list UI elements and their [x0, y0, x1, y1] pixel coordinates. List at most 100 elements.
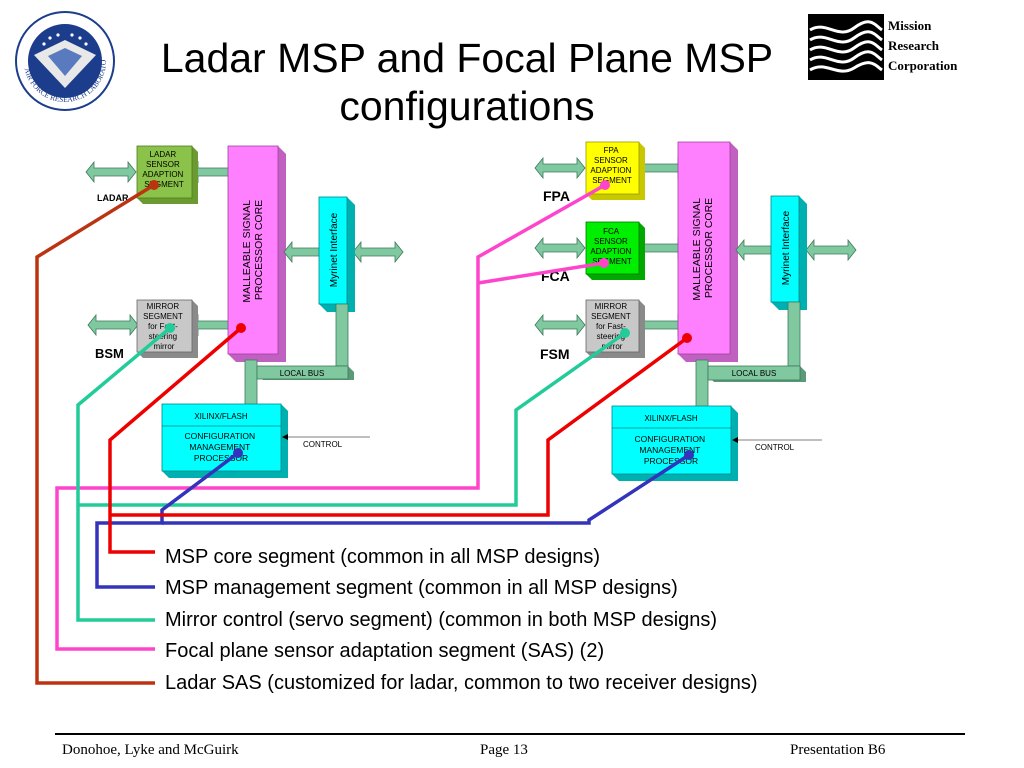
bsm-line-5: mirror: [154, 342, 175, 351]
footer-page: Page 13: [480, 742, 528, 758]
mrc-line-1: Mission: [888, 18, 932, 33]
left-local-bus-label: LOCAL BUS: [280, 369, 325, 378]
right-cm-header: XILINX/FLASH: [644, 414, 698, 423]
right-msp-core-block: [677, 141, 731, 355]
right-cm-block: [611, 405, 732, 475]
fsm-connector: [78, 331, 627, 507]
left-local-bus: [256, 365, 349, 380]
fsm-line-2: SEGMENT: [591, 312, 631, 321]
footer-rule: [55, 733, 965, 735]
left-myrinet-label: Myrinet Interface: [329, 212, 340, 287]
fsm-line-5: mirror: [602, 342, 623, 351]
right-core-label-2: PROCESSOR CORE: [703, 198, 715, 298]
mrc-logo: Mission Research Corporation: [808, 14, 1008, 80]
right-cm-connector: [162, 453, 690, 525]
left-core-label-1: MALLEABLE SIGNAL: [241, 200, 253, 303]
footer-presentation: Presentation B6: [790, 742, 886, 758]
fca-line-1: FCA: [603, 227, 620, 236]
fca-line-4: SEGMENT: [592, 257, 632, 266]
bsm-in-arrow: [87, 314, 139, 336]
svg-text:MIRROR SEGMENT: MIRROR SEGMENT for Fast- steering mirror: [591, 302, 633, 351]
bsm-line-3: for Fast-: [148, 322, 178, 331]
fpa-in-arrow: [534, 157, 586, 179]
bsm-mirror-block: [136, 299, 193, 353]
left-control-label: CONTROL: [303, 440, 343, 449]
svg-text:MIRROR SEGMENT: MIRROR SEGMENT for Fast- steering mirror: [143, 302, 185, 351]
mrc-wave-icon: [808, 14, 884, 80]
svg-text:MALLEABLE SIGNAL PROCE: MALLEABLE SIGNAL PROCESSOR CORE: [691, 195, 715, 300]
legend-management: MSP management segment (common in all MS…: [165, 577, 678, 599]
bsm-line-2: SEGMENT: [143, 312, 183, 321]
left-cm-line-1: CONFIGURATION: [184, 431, 255, 441]
fsm-in-arrow: [534, 314, 586, 336]
svg-text:FPA SENSOR ADA: FPA SENSOR ADAPTION SEGMENT: [590, 146, 633, 185]
right-myrinet-out-arrow: [805, 239, 857, 261]
left-cm-header: XILINX/FLASH: [194, 412, 248, 421]
left-core-label-2: PROCESSOR CORE: [253, 200, 265, 300]
mrc-line-3: Corporation: [888, 58, 958, 73]
ladar-sas-line-1: LADAR: [150, 150, 177, 159]
fpa-sas-block: [585, 141, 640, 195]
fsm-line-1: MIRROR: [595, 302, 628, 311]
bsm-line-4: steering: [149, 332, 177, 341]
left-myrinet-block: [318, 196, 348, 305]
legend-mirror: Mirror control (servo segment) (common i…: [165, 609, 718, 631]
left-core-connector: [108, 326, 243, 554]
fsm-tag: FSM: [540, 346, 570, 362]
legend-ladar: Ladar SAS (customized for ladar, common …: [165, 672, 758, 694]
fsm-line-3: for Fast-: [596, 322, 626, 331]
svg-text:CONFIGURATION MANAGEME: CONFIGURATION MANAGEMENT PROCESSOR: [184, 431, 257, 463]
slide-title: Ladar MSP and Focal Plane MSP configurat…: [160, 35, 774, 129]
fpa-tag: FPA: [543, 188, 570, 204]
legend-focal-plane: Focal plane sensor adaptation segment (S…: [165, 640, 605, 662]
right-cm-line-2: MANAGEMENT: [639, 445, 700, 455]
svg-text:LADAR SENSOR A: LADAR SENSOR ADAPTION SEGMENT: [142, 150, 185, 189]
ladar-in-arrow: [85, 161, 137, 183]
fpa-line-1: FPA: [604, 146, 620, 155]
right-myrinet-block: [770, 195, 800, 303]
footer-authors: Donohoe, Lyke and McGuirk: [62, 742, 239, 758]
right-myrinet-label: Myrinet Interface: [781, 210, 792, 285]
left-config: LADAR SENSOR ADAPTION SEGMENT LADAR MIRR…: [85, 145, 404, 478]
right-core-connector: [110, 336, 689, 517]
legend-core: MSP core segment (common in all MSP desi…: [165, 546, 600, 568]
right-control-label: CONTROL: [755, 443, 795, 452]
ladar-sas-line-2: SENSOR: [146, 160, 180, 169]
ladar-tag: LADAR: [97, 193, 129, 203]
bsm-line-1: MIRROR: [147, 302, 180, 311]
ladar-sas-connector: [35, 183, 155, 685]
bsm-connector: [76, 326, 172, 622]
left-cm-connector: [95, 451, 240, 589]
fpa-line-4: SEGMENT: [592, 176, 632, 185]
left-cm-line-3: PROCESSOR: [194, 453, 248, 463]
fpa-line-2: SENSOR: [594, 156, 628, 165]
left-cm-block: [161, 403, 282, 472]
ladar-sas-line-3: ADAPTION: [142, 170, 183, 179]
right-local-bus-label: LOCAL BUS: [732, 369, 777, 378]
right-core-label-1: MALLEABLE SIGNAL: [691, 198, 703, 301]
bsm-tag: BSM: [95, 346, 124, 361]
left-msp-core-block: [227, 145, 279, 355]
fsm-line-4: steering: [597, 332, 625, 341]
svg-text:MALLEABLE SIGNAL PROCE: MALLEABLE SIGNAL PROCESSOR CORE: [241, 197, 265, 302]
legend-connectors: [35, 183, 690, 685]
right-local-bus: [707, 365, 801, 381]
left-myrinet-out-arrow: [352, 241, 404, 263]
fca-line-3: ADAPTION: [590, 247, 631, 256]
right-cm-line-3: PROCESSOR: [644, 456, 698, 466]
fpa-line-3: ADAPTION: [590, 166, 631, 175]
fca-in-arrow: [534, 237, 586, 259]
svg-text:FCA SENSOR ADA: FCA SENSOR ADAPTION SEGMENT: [590, 227, 633, 266]
left-cm-line-2: MANAGEMENT: [189, 442, 250, 452]
connector-dots: [149, 180, 694, 460]
fca-sas-connector: [477, 261, 605, 285]
mrc-line-2: Research: [888, 38, 940, 53]
afrl-logo: AIR FORCE RESEARCH LABORATORY: [14, 10, 115, 111]
ladar-sas-line-4: SEGMENT: [144, 180, 184, 189]
fpa-sas-connector: [55, 183, 606, 651]
right-cm-line-1: CONFIGURATION: [634, 434, 705, 444]
right-config: FPA SENSOR ADAPTION SEGMENT FPA FCA SENS…: [534, 141, 857, 481]
svg-text:CONFIGURATION MANAGEME: CONFIGURATION MANAGEMENT PROCESSOR: [634, 434, 707, 466]
